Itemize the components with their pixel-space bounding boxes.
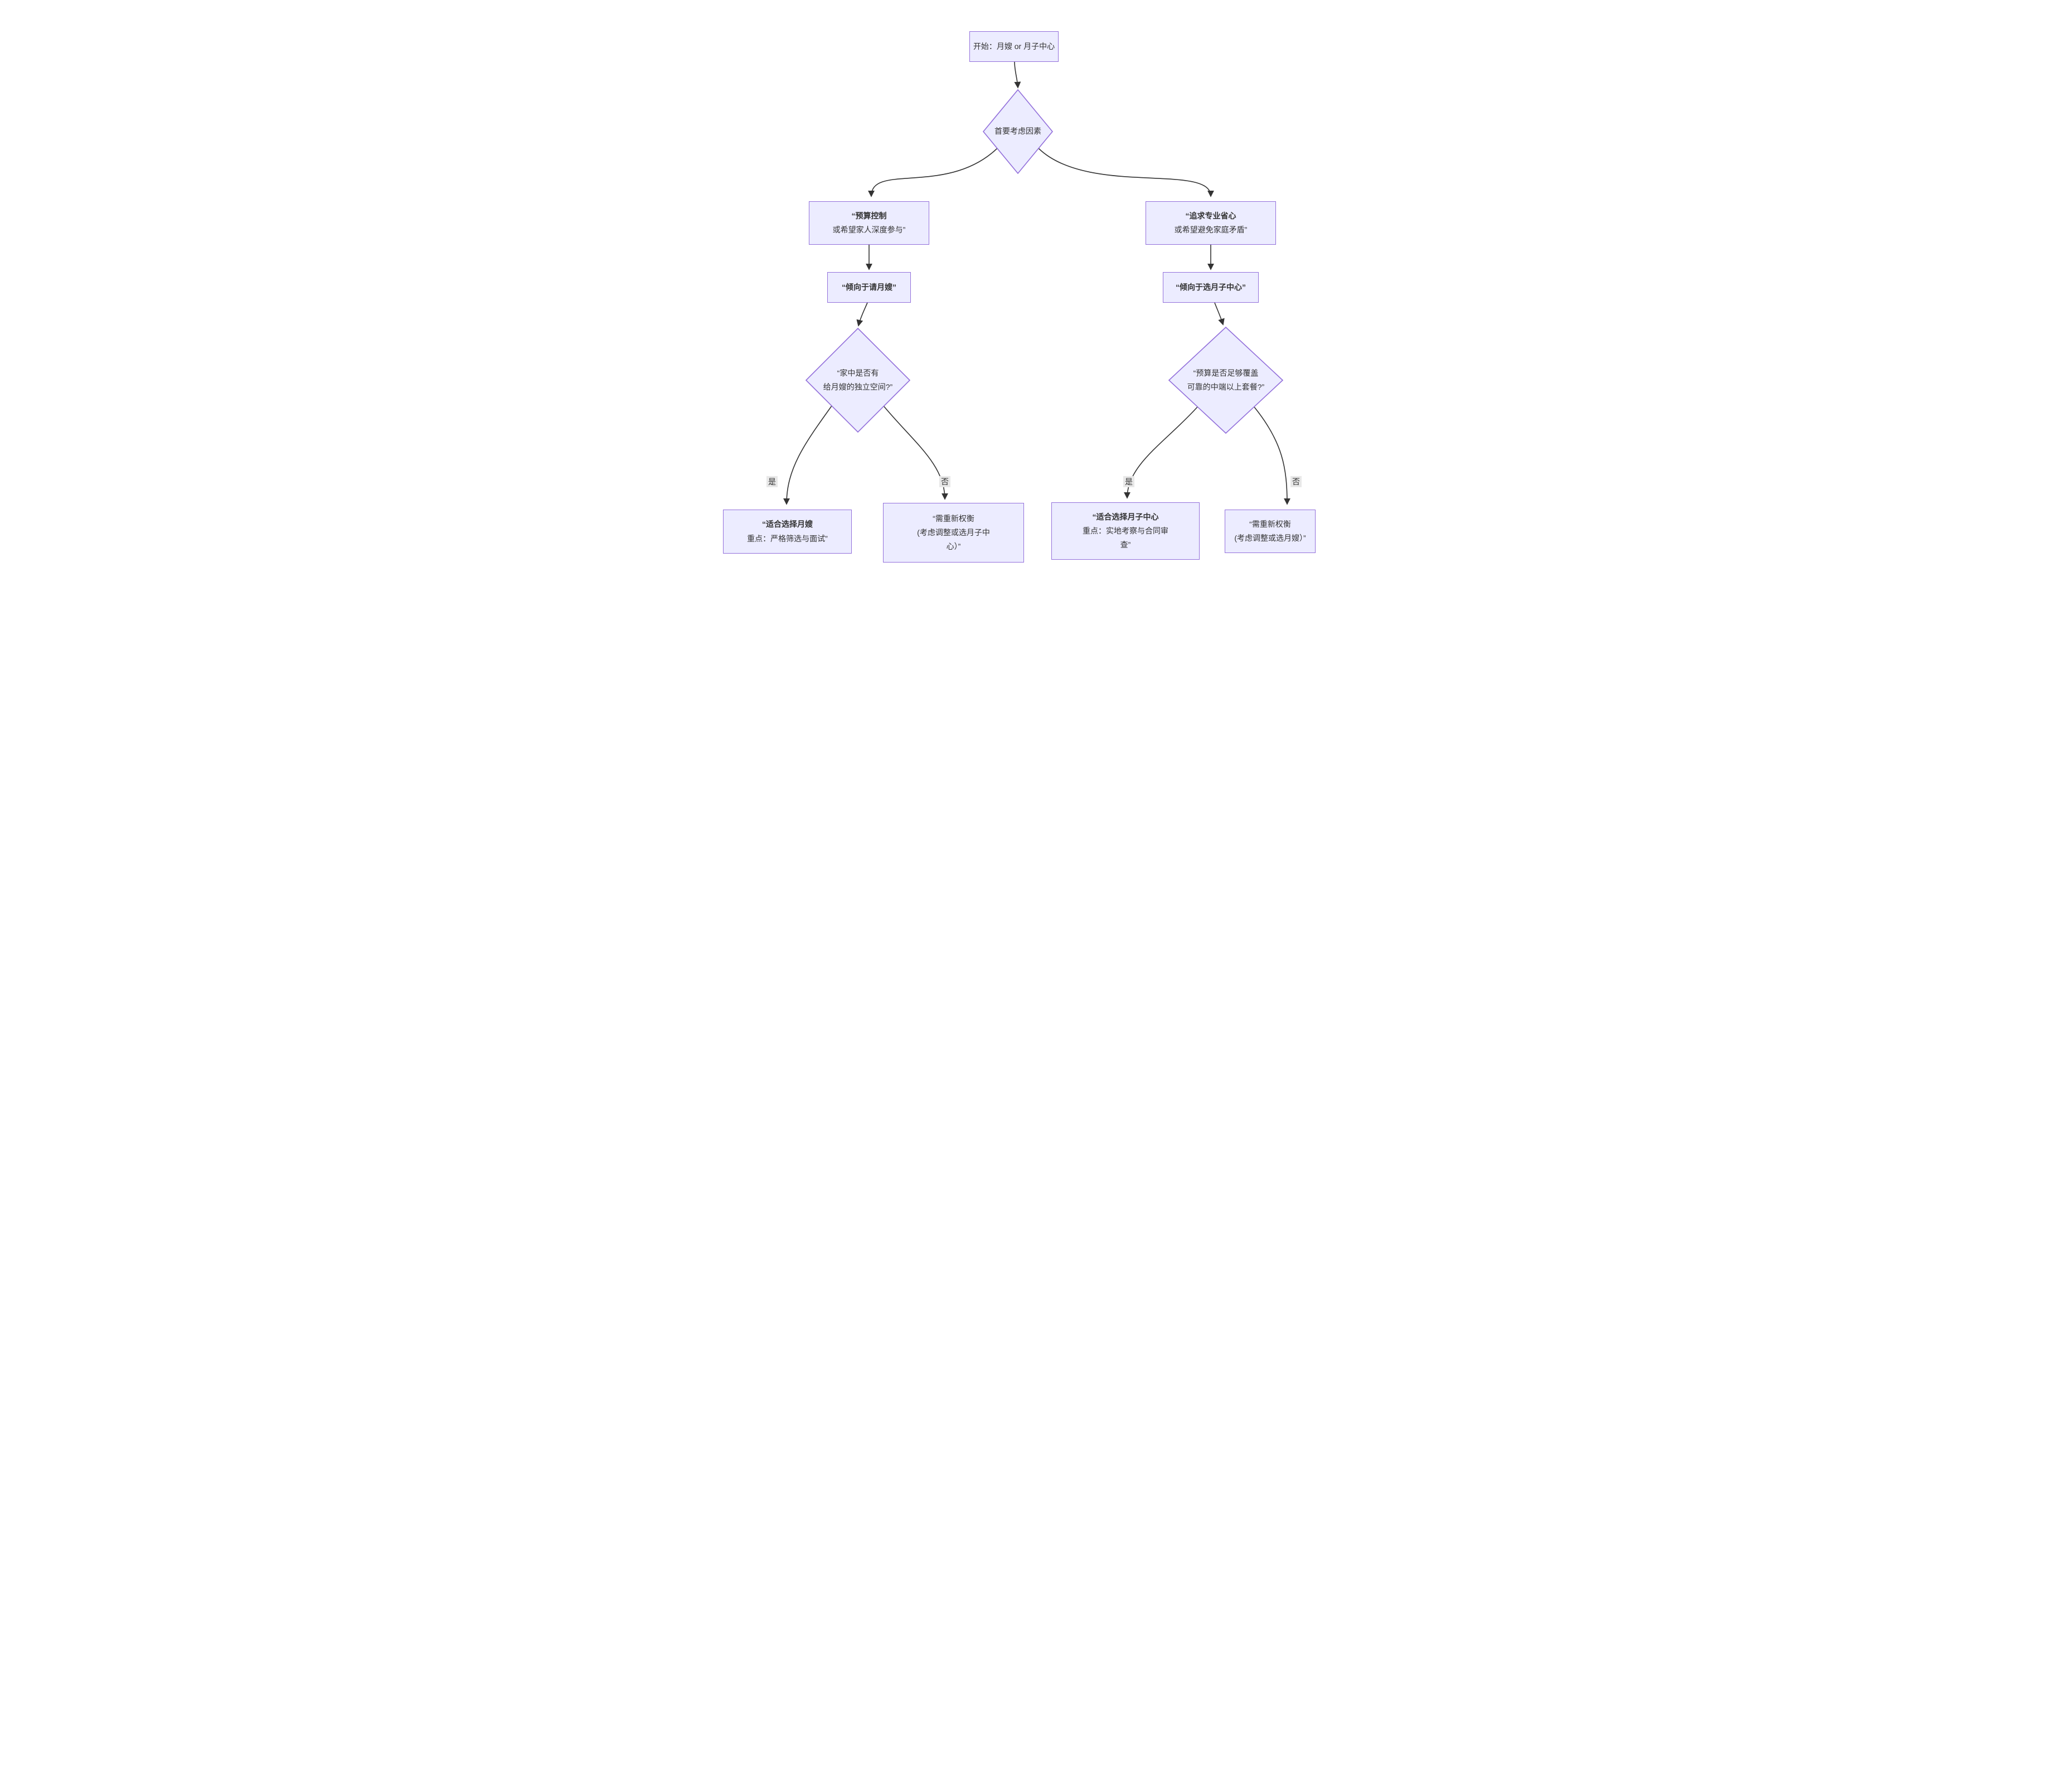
node-prefer-yuesao: “倾向于请月嫂” [827, 272, 911, 303]
node-start-label: 开始：月嫂 or 月子中心 [973, 41, 1055, 51]
node-professional-ease: “追求专业省心 或希望避免家庭矛盾” [1146, 201, 1276, 245]
node-professional-ease-line1: “追求专业省心 [1185, 211, 1236, 220]
node-budget-control-line2: 或希望家人深度参与” [832, 225, 906, 234]
edge-prefer-yuesao-to-space [856, 302, 868, 327]
edge-label-no-right: 否 [1290, 476, 1302, 488]
edge-space-no [883, 405, 948, 500]
node-reconsider-yuesao-line2: (考虑调整或选月嫂）” [1234, 534, 1306, 542]
edge-space-yes [783, 405, 832, 505]
node-choose-center: “适合选择月子中心 重点：实地考察与合同审 查” [1051, 502, 1200, 560]
flowchart-canvas: 开始：月嫂 or 月子中心 “预算控制 或希望家人深度参与” “追求专业省心 或… [691, 0, 1381, 592]
edge-primary-to-professional [1038, 148, 1214, 197]
node-choose-yuesao: “适合选择月嫂 重点：严格筛选与面试” [723, 510, 852, 554]
node-reconsider-yuesao-line1: “需重新权衡 [1249, 519, 1291, 529]
node-professional-ease-line2: 或希望避免家庭矛盾” [1174, 225, 1248, 234]
decision-independent-space-shape [805, 327, 911, 433]
edge-primary-to-budget [868, 148, 998, 197]
node-budget-control-line1: “预算控制 [851, 211, 887, 220]
node-prefer-center-label: “倾向于选月子中心” [1176, 282, 1246, 292]
decision-budget-coverage-shape [1168, 326, 1284, 434]
edge-start-to-primary [1014, 61, 1021, 89]
flowchart-edges-layer [783, 61, 1290, 505]
node-reconsider-center-line3: 心）” [946, 542, 961, 551]
node-prefer-yuesao-label: “倾向于请月嫂” [842, 282, 896, 292]
node-start: 开始：月嫂 or 月子中心 [969, 31, 1059, 62]
node-budget-control: “预算控制 或希望家人深度参与” [809, 201, 929, 245]
edge-budget-q-yes [1124, 406, 1198, 499]
edge-prefer-center-to-budget-q [1214, 302, 1225, 326]
node-choose-center-line2: 重点：实地考察与合同审 [1083, 526, 1168, 535]
node-reconsider-center-line2: (考虑调整或选月子中 [917, 527, 990, 537]
node-choose-center-line1: “适合选择月子中心 [1092, 512, 1159, 521]
edge-label-yes-right: 是 [1123, 476, 1134, 488]
node-choose-center-line3: 查” [1120, 540, 1131, 550]
edge-budget-q-no [1254, 406, 1290, 505]
node-reconsider-center-line1: “需重新权衡 [933, 513, 974, 523]
node-choose-yuesao-line2: 重点：严格筛选与面试” [747, 534, 828, 543]
node-prefer-center: “倾向于选月子中心” [1163, 272, 1259, 303]
decision-primary-factor-shape [982, 89, 1054, 175]
node-reconsider-center: “需重新权衡 (考虑调整或选月子中 心）” [883, 503, 1024, 563]
node-choose-yuesao-line1: “适合选择月嫂 [762, 520, 813, 529]
node-reconsider-yuesao: “需重新权衡 (考虑调整或选月嫂）” [1225, 510, 1316, 553]
edge-label-no-left: 否 [939, 476, 950, 488]
edge-label-yes-left: 是 [766, 476, 778, 488]
